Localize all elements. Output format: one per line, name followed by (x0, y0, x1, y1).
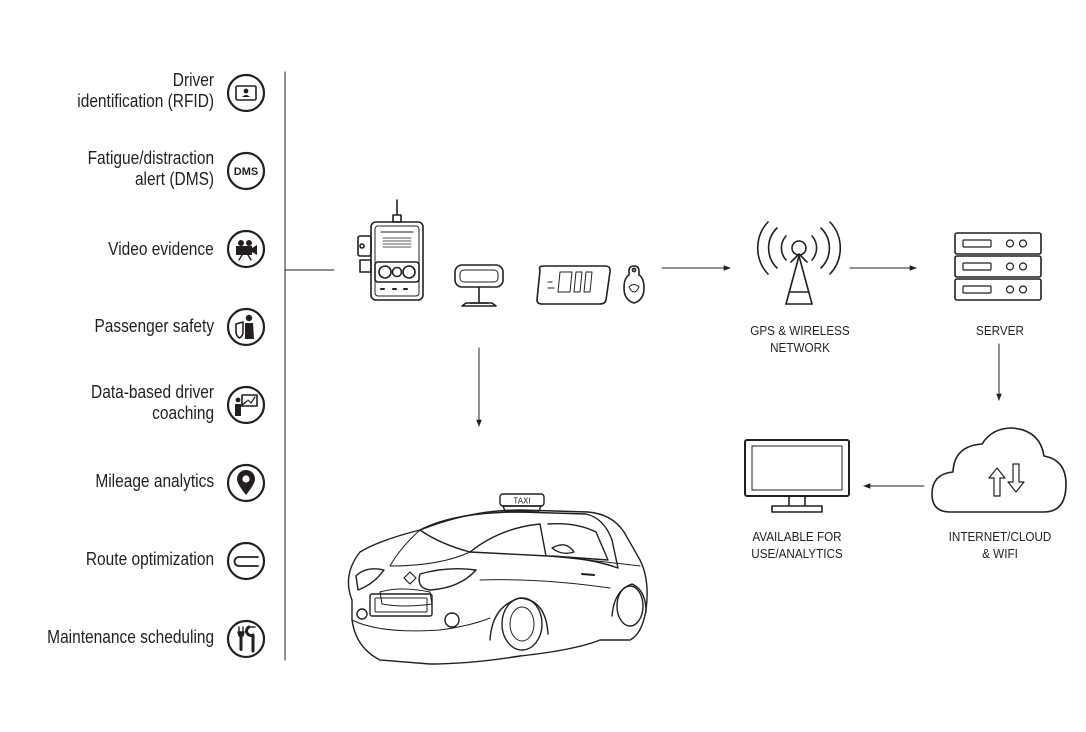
tools-icon (226, 619, 266, 659)
dashcam-device (357, 199, 424, 301)
feature-driver-id: Driver identification (RFID) (77, 70, 214, 111)
feature-passenger-safety: Passenger safety (94, 316, 214, 336)
video-camera-icon (226, 229, 266, 269)
cloud-caption: INTERNET/CLOUD & WIFI (948, 529, 1052, 561)
map-pin-icon (226, 463, 266, 503)
feature-maintenance-scheduling: Maintenance scheduling (47, 627, 214, 647)
server-caption: SERVER (976, 323, 1024, 338)
rfid-reader-device (536, 265, 611, 305)
server-icon (954, 232, 1042, 301)
network-caption: GPS & WIRELESS NETWORK (750, 323, 850, 355)
coaching-board-icon (226, 385, 266, 425)
passenger-shield-icon (226, 307, 266, 347)
route-icon (226, 541, 266, 581)
analytics-caption: AVAILABLE FOR USE/ANALYTICS (751, 529, 843, 561)
taxi-sign-text: TAXI (513, 497, 530, 506)
feature-driver-coaching: Data-based driver coaching (90, 382, 214, 423)
feature-fatigue-alert: Fatigue/distraction alert (DMS) (87, 148, 214, 189)
rfid-keyfob-device (623, 265, 645, 304)
gps-tower-icon (756, 221, 842, 305)
cloud-icon (931, 427, 1067, 513)
id-card-icon (226, 73, 266, 113)
monitor-icon (744, 439, 850, 513)
dms-icon-text: DMS (234, 166, 258, 178)
dms-icon: DMS (226, 151, 266, 191)
feature-video-evidence: Video evidence (108, 239, 214, 259)
feature-route-optimization: Route optimization (85, 549, 214, 569)
taxi-car: TAXI (347, 493, 648, 665)
feature-mileage-analytics: Mileage analytics (95, 471, 214, 491)
dms-camera-device (454, 264, 504, 307)
